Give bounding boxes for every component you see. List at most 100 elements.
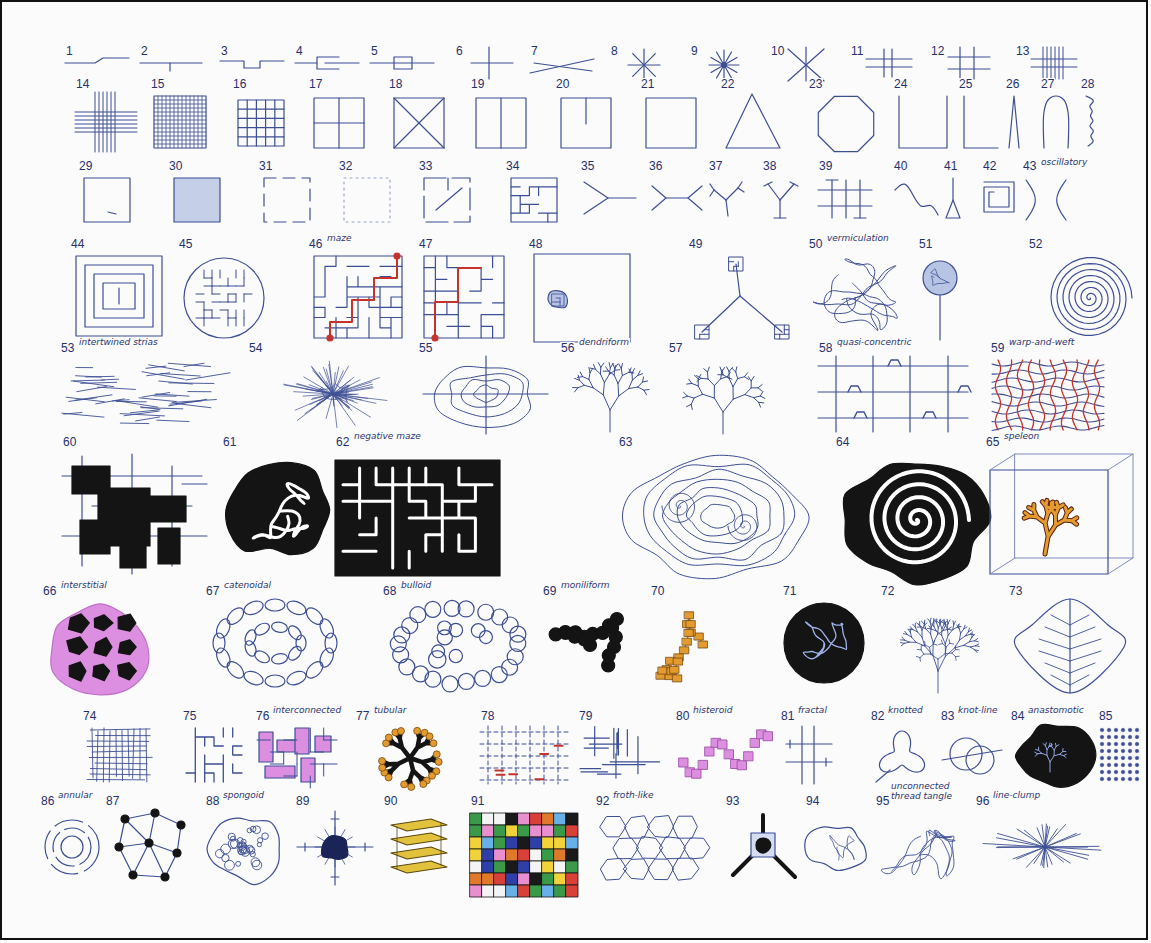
sketch-line: [103, 92, 104, 152]
pattern-name: interconnected: [272, 706, 342, 716]
sketch-circle: [379, 757, 386, 764]
sketch-line: [154, 395, 176, 396]
sketch-line: [311, 394, 333, 410]
callout-number: 6: [455, 45, 464, 57]
callout-number: 22: [720, 78, 735, 90]
sketch-line: [447, 178, 448, 190]
sketch-line: [566, 885, 578, 897]
sketch-line: [692, 769, 701, 778]
sketch-line: [552, 298, 560, 306]
sketch-line: [1043, 96, 1068, 148]
sketch-line: [75, 132, 137, 133]
sketch-line: [139, 398, 176, 402]
sketch-circle: [458, 601, 474, 617]
sketch-line: [1072, 360, 1077, 430]
sketch-line: [333, 387, 373, 394]
pattern-name: knotted: [887, 706, 924, 716]
sketch-line: [1051, 675, 1070, 685]
sketch-circle: [1135, 770, 1139, 774]
sketch-line: [818, 189, 872, 190]
callout-number: 57: [668, 342, 683, 354]
sketch-line: [1055, 47, 1056, 79]
sketch-circle: [1114, 770, 1118, 774]
sketch-line: [494, 825, 506, 837]
callout-number: 89: [295, 795, 310, 807]
callout-number: 58: [818, 342, 833, 354]
sketch-circle: [1114, 749, 1118, 753]
sketch-line: [1028, 360, 1033, 430]
sketch-line: [482, 837, 494, 849]
sketch-line: [1083, 360, 1089, 430]
sketch-line: [738, 188, 744, 192]
sketch-line: [625, 816, 650, 838]
sketch-line: [818, 417, 968, 418]
sketch-line: [789, 740, 790, 748]
sketch-line: [600, 858, 626, 880]
sketch-circle: [435, 758, 442, 765]
sketch-line: [518, 849, 530, 861]
pattern-name: anastomotic: [1027, 706, 1085, 716]
sketch-line: [710, 184, 714, 190]
sketch-line: [661, 615, 703, 678]
sketch-line: [81, 382, 117, 384]
sketch-circle: [1135, 756, 1139, 760]
sketch-line: [169, 382, 214, 384]
callout-number: 55: [418, 342, 433, 354]
callout-number: 35: [580, 160, 595, 172]
callout-number: 12: [930, 45, 945, 57]
callout-number: 50: [808, 238, 823, 250]
sketch-line: [142, 372, 184, 379]
sketch-circle: [394, 253, 400, 259]
sketch-ellipse: [285, 599, 308, 618]
sketch-line: [133, 875, 165, 877]
sketch-line: [1017, 360, 1022, 430]
sketch-circle: [1135, 777, 1139, 781]
sketch-line: [90, 729, 150, 730]
sketch-line: [803, 622, 846, 659]
sketch-line: [470, 849, 482, 861]
sketch-line: [636, 837, 662, 859]
sketch-line: [168, 363, 210, 366]
sketch-line: [534, 63, 592, 71]
sketch-line: [118, 640, 136, 655]
callout-number: 19: [470, 78, 485, 90]
sketch-line: [391, 833, 447, 845]
sketch-line: [51, 604, 149, 695]
callout-number: 63: [618, 436, 633, 448]
sketch-line: [92, 728, 93, 778]
sketch-line: [923, 412, 936, 418]
sketch-line: [120, 423, 148, 425]
sketch-line: [534, 254, 630, 342]
sketch-line: [305, 394, 333, 414]
sketch-circle: [173, 849, 181, 857]
sketch-line: [470, 813, 482, 825]
sketch-line: [169, 63, 170, 71]
sketch-line: [594, 727, 595, 756]
sketch-line: [679, 758, 688, 767]
sketch-circle: [390, 636, 406, 652]
sketch-ellipse: [243, 628, 258, 646]
sketch-line: [1051, 258, 1132, 336]
pattern-name: maze: [326, 234, 353, 244]
sketch-line: [133, 843, 149, 875]
sketch-line: [95, 763, 147, 765]
sketch-circle: [449, 623, 463, 637]
sketch-line: [1006, 360, 1011, 430]
sketch-ellipse: [242, 599, 265, 618]
sketch-circle: [1107, 763, 1111, 767]
sketch-circle: [145, 839, 153, 847]
callout-number: 45: [178, 238, 193, 250]
sketch-circle: [1128, 756, 1132, 760]
sketch-line: [540, 753, 548, 755]
pattern-name: spongoid: [222, 791, 265, 801]
sketch-line: [714, 190, 726, 200]
sketch-line: [364, 843, 365, 851]
sketch-line: [738, 761, 747, 770]
sketch-line: [1070, 651, 1101, 661]
sketch-line: [317, 384, 350, 403]
sketch-line: [561, 98, 611, 148]
sketch-circle: [491, 667, 507, 683]
sketch-line: [695, 325, 709, 339]
sketch-line: [530, 813, 542, 825]
sketch-line: [729, 257, 743, 271]
